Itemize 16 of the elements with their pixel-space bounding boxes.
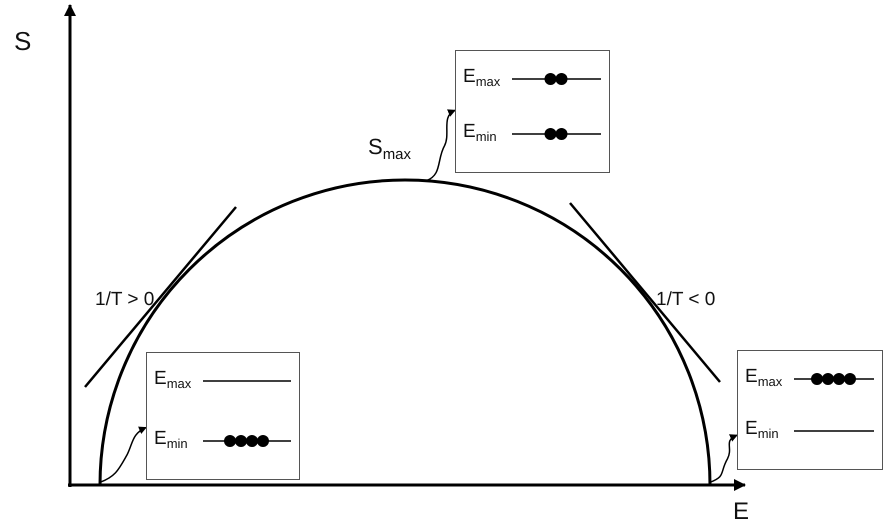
curly-arrow (710, 434, 738, 484)
axis-label: S (14, 28, 32, 54)
energy-level-label: E$_{max}$ (463, 67, 500, 88)
energy-level-label: E$_{min}$ (154, 429, 188, 450)
inset-box (455, 50, 610, 173)
curly-arrow (100, 426, 147, 484)
energy-level-label: E$_{min}$ (745, 419, 779, 440)
energy-level-label: E$_{max}$ (154, 369, 192, 390)
curly-arrow (426, 110, 456, 182)
slope-label: 1/T < 0 (656, 290, 716, 309)
energy-level-label: E$_{max}$ (745, 367, 782, 388)
energy-level-label: E$_{min}$ (463, 122, 497, 143)
axis-label: E (733, 500, 750, 524)
inset-box (737, 350, 883, 470)
curve-label: S$_{max}$ (368, 136, 412, 162)
slope-label: 1/T > 0 (95, 290, 154, 309)
